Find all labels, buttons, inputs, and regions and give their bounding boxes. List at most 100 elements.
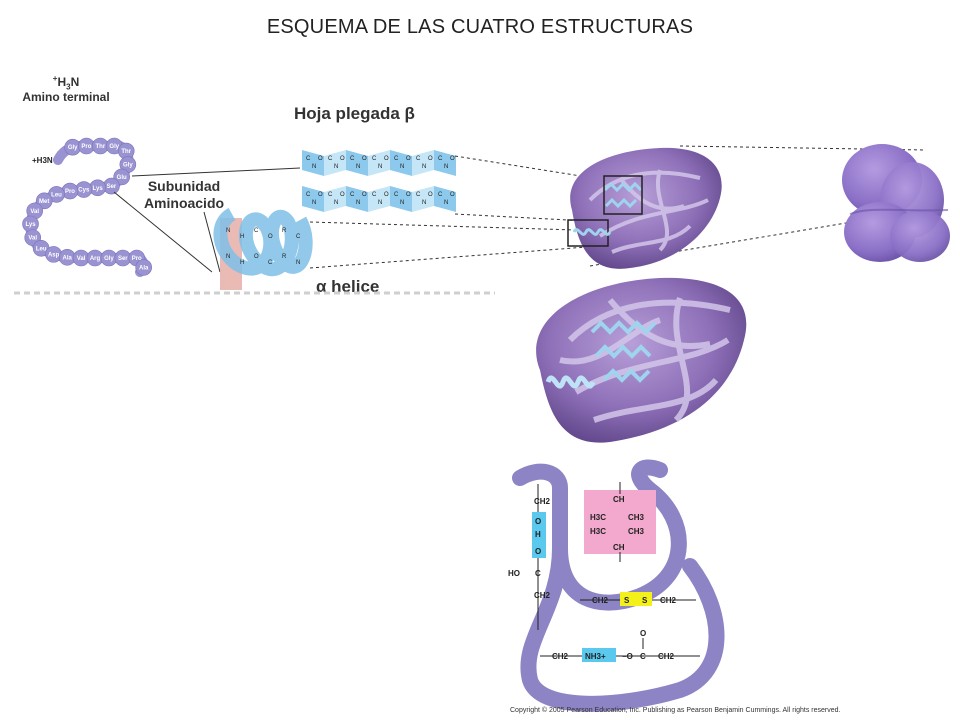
chem-ho: HO: [508, 569, 520, 578]
helix-atom: H: [240, 260, 244, 266]
beta-atom: C: [416, 156, 421, 162]
helix-atom: C: [254, 228, 259, 234]
chem-o2: O: [535, 547, 541, 556]
beta-atom: O: [428, 192, 433, 198]
chem-ionic-left: CH2: [552, 652, 569, 661]
pointer-line-aa: [113, 191, 213, 273]
chem-ch-top: CH: [613, 495, 625, 504]
residue-label: Cys: [78, 188, 90, 194]
residue-bead: [135, 259, 152, 276]
helix-atom: C: [296, 234, 301, 240]
beta-atom: N: [444, 164, 448, 170]
chem-o-top: O: [640, 629, 646, 638]
pointer-line-subunit: [131, 167, 301, 177]
chem-s2: S: [642, 596, 648, 605]
helix-ribbon: [213, 207, 313, 277]
beta-atom: O: [384, 192, 389, 198]
chain-start-label: +H3N: [32, 156, 53, 165]
ionic-box: [582, 648, 616, 662]
residue-label: Gly: [123, 163, 133, 169]
beta-atom: N: [400, 164, 404, 170]
chem-ionic-right: CH2: [658, 652, 675, 661]
beta-atom: N: [334, 200, 338, 206]
helix-atom: N: [296, 260, 300, 266]
chem-h: H: [535, 530, 541, 539]
helix-atom: N: [226, 228, 230, 234]
residue-label: Val: [28, 236, 37, 242]
residue-label: Glu: [117, 175, 127, 181]
helix-atom: O: [268, 234, 273, 240]
chem-c-ionic: C: [640, 652, 646, 661]
beta-atom: N: [356, 200, 360, 206]
beta-atom: O: [362, 192, 367, 198]
beta-atom: N: [378, 164, 382, 170]
tertiary-structure-small: [567, 147, 722, 269]
beta-atom: C: [394, 156, 399, 162]
n-terminal-charge: +: [52, 74, 58, 83]
chain-loop-lower: [520, 540, 725, 712]
residue-label: Pro: [65, 189, 75, 195]
tertiary-blob-large: [536, 277, 747, 443]
beta-strand-segment: [302, 186, 324, 212]
chem-disulfide-right: CH2: [660, 596, 677, 605]
residue-label: Arg: [90, 256, 101, 262]
chem-ch3-2: CH3: [628, 527, 645, 536]
residue-label: Gly: [68, 145, 78, 151]
subunit-label-line2: Aminoacido: [143, 195, 225, 211]
quaternary-structure: [842, 144, 950, 262]
chem-ch2-top: CH2: [534, 497, 551, 506]
amino-terminal-label: Amino terminal: [22, 90, 110, 104]
beta-atom: C: [394, 192, 399, 198]
n-terminal-sub: 3: [66, 82, 71, 92]
disulfide-box: [620, 592, 652, 606]
residue-label: Pro: [81, 144, 91, 150]
beta-atom: N: [444, 200, 448, 206]
helix-atom: C: [268, 260, 273, 266]
residue-label: Ser: [118, 256, 128, 262]
chem-nh3: NH3+: [585, 652, 606, 661]
residue-label: Ala: [63, 255, 73, 261]
helix-atom: R: [282, 228, 287, 234]
residue-label: Leu: [36, 246, 47, 252]
chem-ch2-mid: CH2: [534, 591, 551, 600]
beta-atom: O: [340, 192, 345, 198]
subunit-label: Subunidad Aminoacido: [124, 178, 244, 212]
beta-atom: O: [450, 156, 455, 162]
beta-strand-segment: [302, 150, 324, 176]
beta-strand-segment: [390, 186, 412, 212]
n-terminal-n: N: [70, 75, 80, 89]
beta-strand-segment: [434, 150, 456, 176]
residue-label: Thr: [95, 144, 105, 150]
chem-o1: O: [535, 517, 541, 526]
beta-atom: C: [328, 192, 333, 198]
beta-strand-segment: [412, 150, 434, 176]
residue-label: Pro: [132, 256, 142, 262]
tertiary-structure-large: [536, 277, 747, 443]
hbond-box: [532, 512, 546, 558]
subunit-label-line1: Subunidad: [147, 178, 221, 194]
beta-atom: N: [312, 164, 316, 170]
helix-atom: H: [240, 234, 244, 240]
beta-atom: O: [340, 156, 345, 162]
beta-strand-segment: [324, 186, 346, 212]
beta-atom: C: [438, 192, 443, 198]
residue-label: Lys: [25, 222, 36, 228]
beta-atom: N: [378, 200, 382, 206]
residue-label: Val: [77, 256, 86, 262]
tertiary-blob-small: [570, 147, 722, 269]
beta-strand-segment: [346, 150, 368, 176]
quaternary-subunit-4: [890, 210, 950, 262]
beta-atom: O: [406, 156, 411, 162]
beta-atom: O: [428, 156, 433, 162]
beta-strand-segment: [368, 150, 390, 176]
beta-atom: N: [334, 164, 338, 170]
chem-ch3-1: CH3: [628, 513, 645, 522]
beta-atom: C: [372, 192, 377, 198]
alpha-helix-label: α helice: [316, 277, 380, 296]
chem-ch-bottom: CH: [613, 543, 625, 552]
residue-label: Ser: [107, 184, 117, 190]
residue-label: Gly: [109, 144, 119, 150]
beta-sheet-label: Hoja plegada β: [294, 104, 415, 123]
